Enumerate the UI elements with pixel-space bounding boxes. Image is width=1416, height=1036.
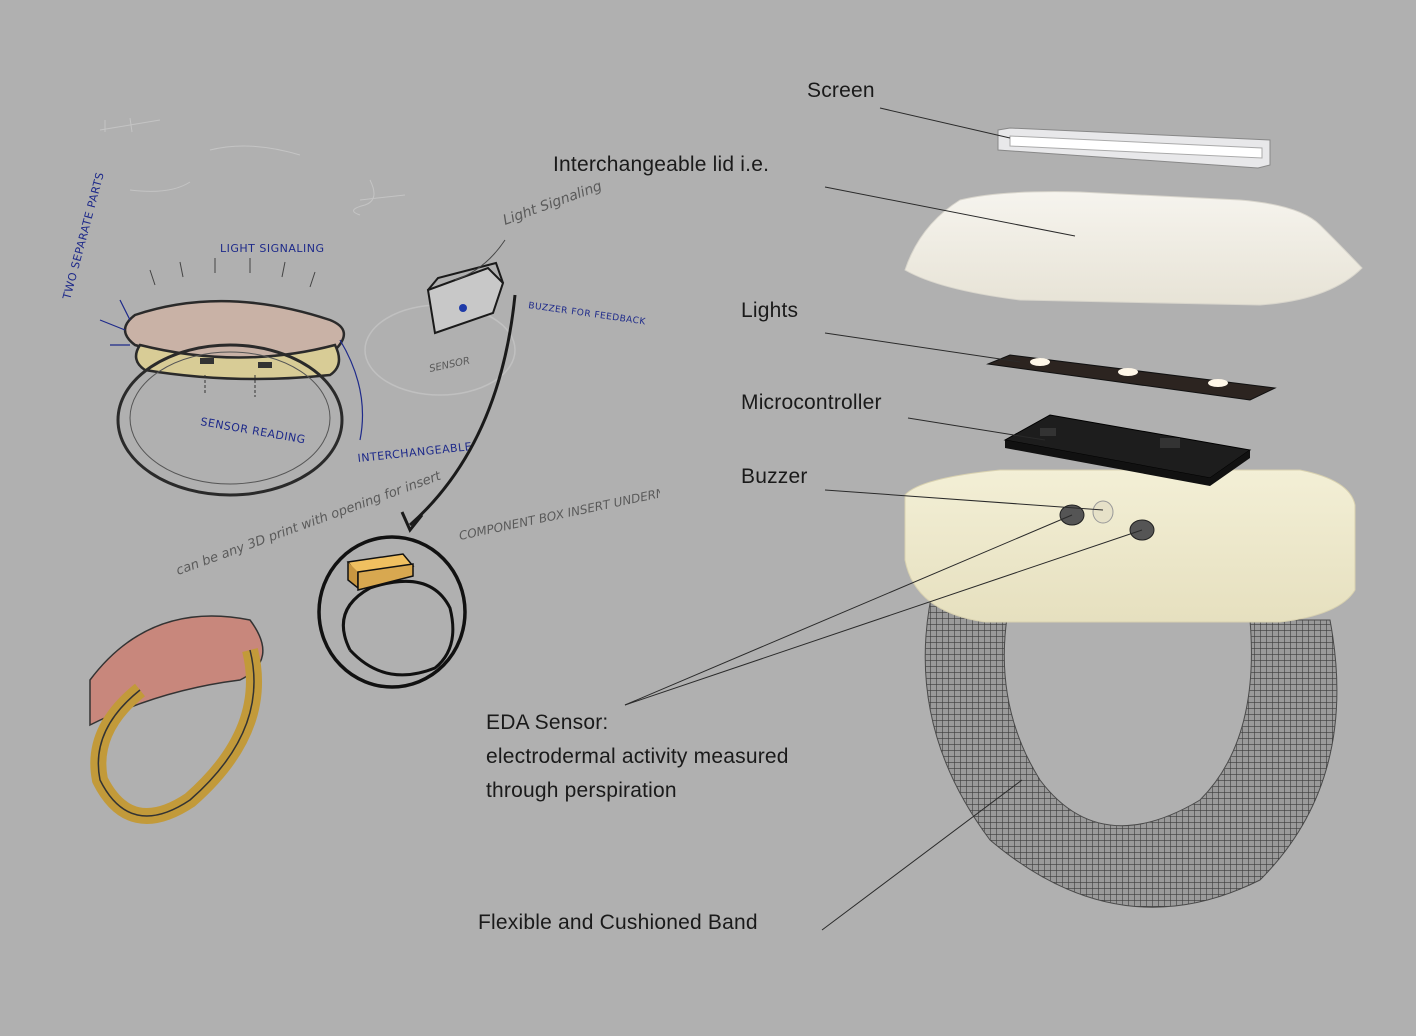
sketch-two-part-ring <box>99 258 364 497</box>
erased-sketch-marks <box>99 117 406 216</box>
leader-screen <box>879 107 1011 139</box>
interchangeable-lid <box>904 191 1363 306</box>
microcontroller-board <box>1003 414 1252 486</box>
label-screen: Screen <box>807 79 875 102</box>
leader-lights <box>824 332 1021 363</box>
leader-eda-left <box>624 514 1073 706</box>
label-eda-title: EDA Sensor: <box>486 711 609 734</box>
concept-sketches: TWO SEPARATE PARTS LIGHT SIGNALING SENSO… <box>60 117 660 824</box>
label-band: Flexible and Cushioned Band <box>478 911 758 934</box>
sketch-component-box <box>364 239 517 533</box>
leader-eda-right <box>624 529 1143 706</box>
label-lights: Lights <box>741 299 799 322</box>
leader-lid <box>824 186 1076 237</box>
note-light-signaling-1: LIGHT SIGNALING <box>220 242 325 255</box>
light-strip <box>986 354 1277 401</box>
leader-lines <box>624 107 1143 931</box>
leader-band <box>821 779 1023 931</box>
sketch-colored-bracelet <box>89 615 264 824</box>
label-buzzer: Buzzer <box>741 465 808 488</box>
sketch-ring-insert <box>317 535 467 689</box>
enclosure-base <box>904 469 1356 623</box>
label-eda-line2: through perspiration <box>486 779 677 802</box>
label-microcontroller: Microcontroller <box>741 391 882 414</box>
buzzer-part <box>1092 500 1114 524</box>
leader-buzzer <box>824 489 1104 511</box>
screen-part <box>997 127 1271 169</box>
label-lid: Interchangeable lid i.e. <box>553 153 770 176</box>
cushioned-band <box>924 579 1338 908</box>
leader-microcontroller <box>907 417 1046 441</box>
label-eda-sensor: EDA Sensor: electrodermal activity measu… <box>486 706 789 808</box>
label-eda-line1: electrodermal activity measured <box>486 745 789 768</box>
